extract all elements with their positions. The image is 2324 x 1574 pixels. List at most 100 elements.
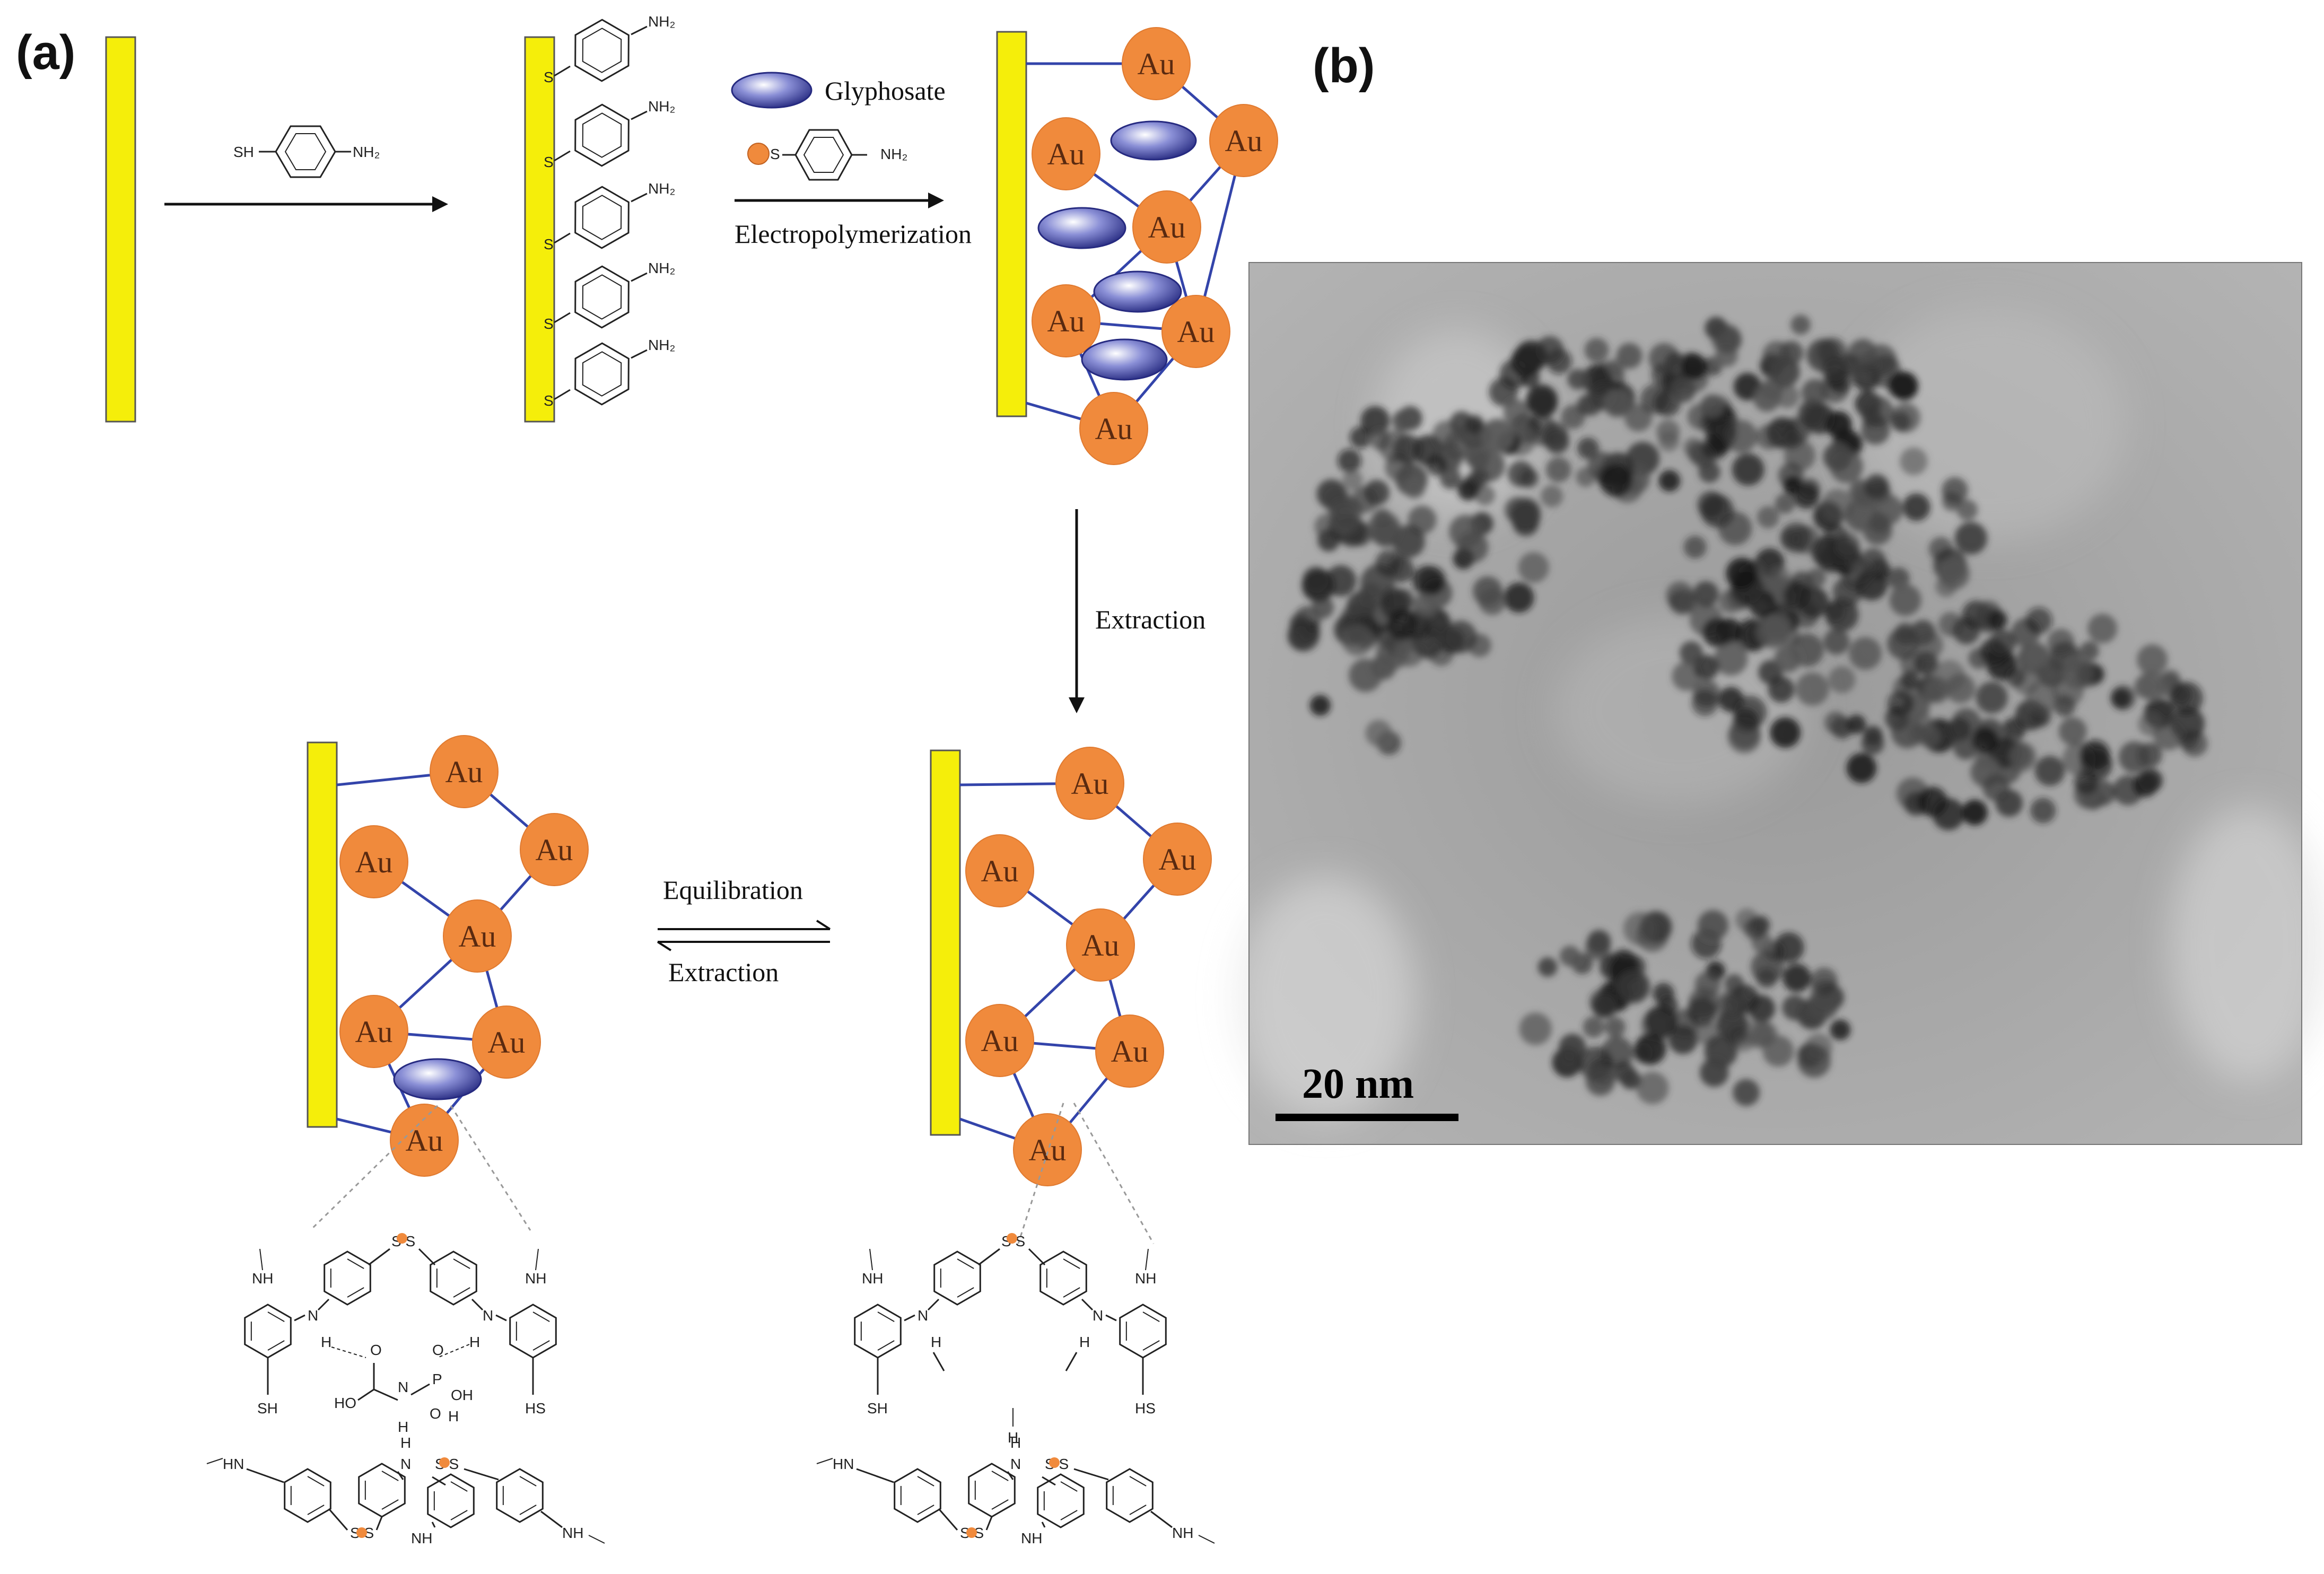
- au-label: Au: [445, 755, 483, 789]
- chem-atom-label: H: [398, 1419, 408, 1435]
- au-nanoparticle: [1079, 392, 1148, 465]
- tem-nanoparticle: [1769, 566, 1791, 589]
- tem-nanoparticle: [1545, 457, 1571, 483]
- chem-atom-label: NH: [252, 1270, 273, 1287]
- tem-nanoparticle: [1757, 506, 1779, 529]
- au-label: Au: [1047, 137, 1085, 171]
- chem-atom-label: NH: [525, 1270, 546, 1287]
- tem-nanoparticle: [1426, 454, 1448, 476]
- tem-nanoparticle: [1762, 613, 1793, 643]
- sam-sulfur-label: S: [544, 236, 554, 252]
- tem-nanoparticle: [1756, 424, 1782, 450]
- au-nanoparticle: [1209, 104, 1278, 177]
- tem-nanoparticle: [1350, 426, 1372, 449]
- chem-atom-label: HS: [525, 1400, 546, 1416]
- tem-nanoparticle: [1567, 369, 1588, 390]
- tem-nanoparticle: [1370, 654, 1396, 680]
- tem-nanoparticle: [1941, 477, 1968, 504]
- extraction-label-down: Extraction: [1095, 605, 1205, 634]
- tem-nanoparticle: [1810, 967, 1838, 995]
- mip-electrode-extracted: [930, 749, 961, 1136]
- tem-nanoparticle: [2058, 717, 2087, 746]
- chem-atom-label: H: [400, 1435, 411, 1451]
- tem-nanoparticle: [1732, 453, 1764, 486]
- chem-atom-label: NH: [411, 1530, 432, 1546]
- tem-nanoparticle: [1793, 483, 1819, 509]
- glyphosate-template: [1093, 270, 1182, 313]
- chem-atom-label: O: [370, 1342, 382, 1358]
- chem-atom-label: NH: [1135, 1270, 1156, 1287]
- tem-nanoparticle: [1457, 479, 1479, 501]
- equilibrium-arrows: [657, 920, 831, 951]
- chem-atom-label: H: [931, 1334, 941, 1350]
- mip-electrode-rebound: [307, 741, 338, 1128]
- au-label: Au: [1029, 1133, 1067, 1167]
- tem-nanoparticle: [1744, 917, 1766, 940]
- tem-nanoparticle: [1902, 493, 1930, 521]
- tem-nanoparticle: [1338, 449, 1361, 473]
- tem-nanoparticle: [1834, 532, 1860, 558]
- gold-contact-dot: [1049, 1457, 1060, 1468]
- tem-nanoparticle: [1587, 930, 1611, 954]
- tem-nanoparticle: [1559, 946, 1580, 967]
- tem-nanoparticle: [1579, 392, 1603, 416]
- tem-nanoparticle: [1733, 695, 1767, 729]
- tem-nanoparticle: [1825, 411, 1852, 438]
- gold-contact-dot: [439, 1457, 450, 1468]
- tem-nanoparticle: [1887, 567, 1910, 590]
- tem-nanoparticle: [1887, 690, 1914, 717]
- tem-nanoparticle: [1583, 1016, 1605, 1038]
- glyphosate-template: [1037, 207, 1126, 249]
- chem-atom-label: SH: [257, 1400, 278, 1416]
- gold-contact-dot: [1007, 1233, 1017, 1244]
- au-nanoparticle: [430, 735, 499, 808]
- tem-nanoparticle: [1691, 689, 1718, 716]
- tem-nanoparticle: [1375, 550, 1402, 577]
- tem-nanoparticle: [1465, 415, 1484, 434]
- tem-nanoparticle: [1823, 628, 1850, 655]
- tem-nanoparticle: [1360, 406, 1390, 435]
- sam-sulfur-label: S: [544, 69, 554, 85]
- svg-text:NH₂: NH₂: [880, 146, 907, 162]
- chem-atom-label: N: [398, 1379, 408, 1395]
- chem-atom-label: NH: [862, 1270, 883, 1287]
- tem-nanoparticle: [1928, 537, 1953, 562]
- tem-nanoparticle: [1722, 994, 1743, 1014]
- chem-atom-label: OH: [451, 1387, 473, 1403]
- tem-nanoparticle: [1412, 593, 1437, 618]
- tem-nanoparticle: [1694, 654, 1719, 680]
- aminothiophenol-reagent: SH NH₂: [233, 125, 380, 178]
- tem-nanoparticle: [1378, 430, 1411, 462]
- chem-atom-label: NH: [1021, 1530, 1042, 1546]
- au-nanoparticle: [1032, 117, 1100, 190]
- tem-nanoparticle: [1938, 558, 1970, 590]
- tem-nanoparticle: [1718, 511, 1752, 546]
- tem-nanoparticle: [1700, 1058, 1729, 1087]
- tem-nanoparticle: [1309, 695, 1331, 716]
- tem-nanoparticle: [1887, 628, 1919, 660]
- sam-sulfur-label: S: [544, 154, 554, 170]
- tem-nanoparticle: [1387, 609, 1419, 641]
- tem-nanoparticle: [1600, 464, 1633, 497]
- tem-nanoparticle: [1849, 637, 1882, 670]
- tem-nanoparticle: [1900, 670, 1920, 690]
- tem-nanoparticle: [1726, 557, 1758, 590]
- gold-contact-dot: [966, 1527, 977, 1538]
- electropolymerization-label: Electropolymerization: [735, 219, 972, 249]
- chem-atom-label: NH: [1172, 1525, 1193, 1541]
- chem-atom-label: N: [1093, 1307, 1103, 1324]
- tem-nanoparticle: [1751, 950, 1784, 984]
- tem-nanoparticle: [1518, 552, 1549, 583]
- tem-nanoparticle: [1854, 353, 1880, 379]
- zoom-guides-extracted: [1017, 1103, 1155, 1244]
- tem-nanoparticle: [1773, 932, 1804, 963]
- tem-nanoparticle: [1775, 493, 1795, 514]
- tem-nanoparticle: [1775, 384, 1799, 408]
- tem-nanoparticle: [1648, 343, 1680, 374]
- tem-nanoparticle: [2137, 644, 2168, 676]
- tem-nanoparticle: [1658, 431, 1680, 452]
- tem-nanoparticle: [1341, 624, 1374, 656]
- tem-nanoparticle: [1828, 666, 1856, 694]
